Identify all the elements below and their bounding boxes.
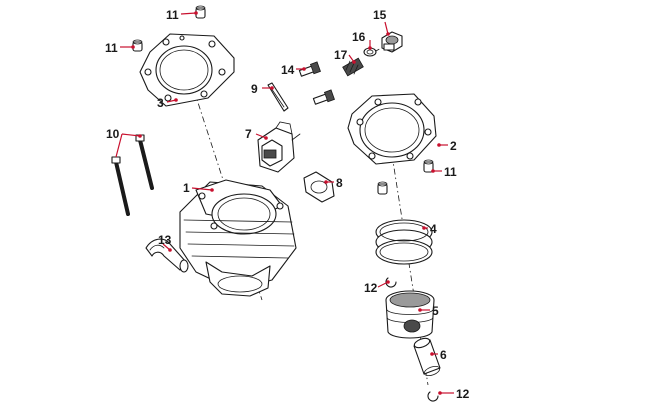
cylinder-block — [179, 179, 297, 297]
leader-10b — [115, 133, 123, 158]
base-gasket — [347, 93, 437, 165]
callout-10: 10 — [106, 127, 120, 141]
piston-pin — [413, 337, 441, 377]
callout-15: 15 — [373, 8, 387, 22]
bolt-upper — [298, 61, 321, 77]
tensioner-spring — [342, 57, 364, 77]
callout-12-lower: 12 — [456, 387, 470, 401]
callout-7: 7 — [245, 127, 252, 141]
cam-chain-tensioner — [257, 121, 301, 173]
leader-1 — [191, 187, 213, 191]
circlip-upper — [385, 277, 397, 288]
stud-bolt-right — [135, 134, 154, 190]
callout-5: 5 — [432, 304, 439, 318]
leader-10a — [121, 133, 141, 137]
dowel-pin-lower-left — [377, 181, 388, 195]
leader-12-upper — [377, 281, 389, 288]
callout-12-upper: 12 — [364, 281, 378, 295]
bolt-lower — [312, 89, 335, 105]
callout-8: 8 — [336, 176, 343, 190]
circlip-lower — [427, 391, 439, 402]
tensioner-gasket — [303, 171, 335, 203]
valve-centerline — [373, 39, 397, 53]
callout-11-right: 11 — [444, 165, 457, 179]
water-hose — [145, 238, 189, 273]
callout-17: 17 — [334, 48, 348, 62]
callout-11-top: 11 — [166, 8, 179, 22]
callout-16: 16 — [352, 30, 366, 44]
head-gasket-upper — [139, 33, 235, 107]
leader-15 — [384, 21, 389, 35]
callout-9: 9 — [251, 82, 258, 96]
piston-rings — [375, 219, 433, 265]
stud-bolt-left — [111, 156, 130, 216]
piston — [385, 290, 435, 339]
dowel-pin-upper-left — [132, 39, 143, 52]
callout-13: 13 — [158, 233, 172, 247]
callout-14: 14 — [281, 63, 295, 77]
callout-1: 1 — [183, 181, 190, 195]
callout-4: 4 — [430, 222, 437, 236]
callout-3: 3 — [157, 96, 164, 110]
dowel-pin-lower-right — [423, 159, 434, 173]
leader-lines — [115, 11, 454, 395]
spring-clip — [267, 82, 289, 112]
callout-6: 6 — [440, 348, 447, 362]
leader-11-top — [180, 12, 197, 15]
callout-11-left: 11 — [105, 41, 118, 55]
tensioner-cap-bolt — [381, 31, 403, 53]
callout-2: 2 — [450, 139, 457, 153]
